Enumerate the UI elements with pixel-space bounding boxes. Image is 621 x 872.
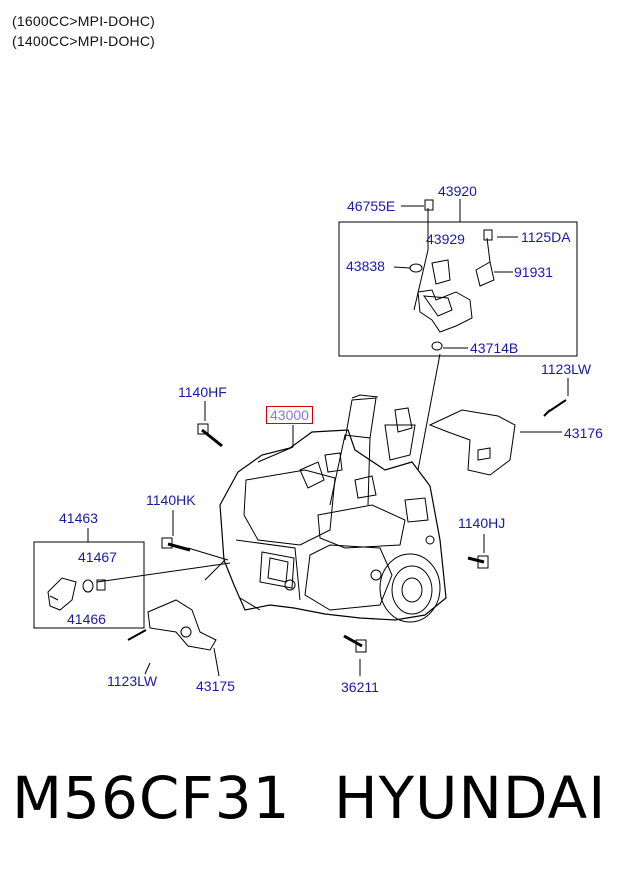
part-code-43000-highlighted[interactable]: 43000 xyxy=(266,406,313,424)
part-code-91931[interactable]: 91931 xyxy=(514,264,553,280)
brand-name: HYUNDAI xyxy=(334,764,607,832)
clip-43929 xyxy=(431,259,451,285)
part-code-41463[interactable]: 41463 xyxy=(59,510,98,526)
shift-lever-group-box xyxy=(338,221,578,357)
bolt-46755E xyxy=(424,199,434,211)
bracket-43176 xyxy=(428,409,516,476)
engine-spec-1400: (1400CC>MPI-DOHC) xyxy=(12,33,156,49)
part-code-46755E[interactable]: 46755E xyxy=(347,198,396,214)
part-code-1125DA[interactable]: 1125DA xyxy=(521,229,571,245)
part-code-1123LW-top[interactable]: 1123LW xyxy=(541,361,592,377)
part-code-1140HJ[interactable]: 1140HJ xyxy=(458,515,506,531)
output-housing xyxy=(379,553,441,623)
bracket-group-box xyxy=(33,541,145,629)
engine-spec-1600: (1600CC>MPI-DOHC) xyxy=(12,13,156,29)
part-code-36211[interactable]: 36211 xyxy=(341,679,379,695)
part-code-1140HK[interactable]: 1140HK xyxy=(146,492,196,508)
bushing-41467 xyxy=(82,579,94,593)
part-code-43920[interactable]: 43920 xyxy=(438,183,477,199)
part-code-41467[interactable]: 41467 xyxy=(78,549,117,565)
part-code-41466[interactable]: 41466 xyxy=(67,611,106,627)
part-code-1123LW-bottom[interactable]: 1123LW xyxy=(107,673,158,689)
part-code-43714B[interactable]: 43714B xyxy=(470,340,519,356)
part-code-43176[interactable]: 43176 xyxy=(564,425,603,441)
bolt-1125DA xyxy=(483,229,493,241)
part-code-43929[interactable]: 43929 xyxy=(426,231,465,247)
bushing-43714B xyxy=(431,341,443,351)
part-code-43838[interactable]: 43838 xyxy=(346,258,385,274)
transmission-case xyxy=(219,429,447,621)
model-code: M56CF31 xyxy=(12,764,291,832)
bracket-43175 xyxy=(147,599,217,651)
part-code-43175[interactable]: 43175 xyxy=(196,678,235,694)
part-code-1140HF[interactable]: 1140HF xyxy=(178,384,227,400)
bracket-41466 xyxy=(47,577,77,611)
